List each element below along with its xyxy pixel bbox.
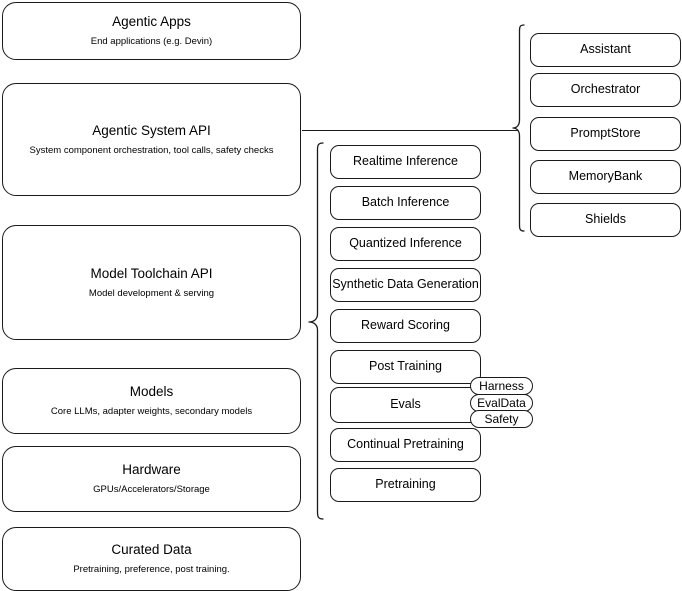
layer-title: Agentic Apps: [112, 14, 191, 30]
capability-label: Continual Pretraining: [347, 437, 464, 452]
capability-evals[interactable]: Evals: [330, 387, 481, 423]
component-orchestrator[interactable]: Orchestrator: [530, 73, 681, 107]
capability-quantized-inference[interactable]: Quantized Inference: [330, 227, 481, 261]
component-assistant[interactable]: Assistant: [530, 33, 681, 67]
layer-title: Agentic System API: [92, 122, 211, 138]
component-label: Orchestrator: [570, 82, 641, 97]
layer-model-toolchain-api[interactable]: Model Toolchain API Model development & …: [2, 225, 301, 340]
capability-label: Batch Inference: [361, 195, 450, 210]
component-label: PromptStore: [570, 126, 641, 141]
layer-models[interactable]: Models Core LLMs, adapter weights, secon…: [2, 368, 301, 434]
capability-post-training[interactable]: Post Training: [330, 350, 481, 384]
layer-title: Hardware: [122, 462, 181, 478]
layer-agentic-apps[interactable]: Agentic Apps End applications (e.g. Devi…: [2, 2, 301, 60]
capability-label: Quantized Inference: [349, 236, 462, 251]
capability-label: Evals: [390, 397, 421, 412]
capability-label: Pretraining: [375, 477, 436, 492]
capability-realtime-inference[interactable]: Realtime Inference: [330, 145, 481, 179]
component-label: Shields: [585, 212, 626, 227]
layer-curated-data[interactable]: Curated Data Pretraining, preference, po…: [2, 527, 301, 591]
capability-synthetic-data-generation[interactable]: Synthetic Data Generation: [330, 268, 481, 302]
layer-subtitle: System component orchestration, tool cal…: [29, 144, 274, 156]
capability-label: Post Training: [369, 359, 442, 374]
capability-label: Synthetic Data Generation: [332, 277, 479, 292]
evals-pill-harness[interactable]: Harness: [470, 377, 533, 395]
evals-pill-safety[interactable]: Safety: [470, 410, 533, 428]
layer-agentic-system-api[interactable]: Agentic System API System component orch…: [2, 83, 301, 196]
layer-title: Model Toolchain API: [90, 265, 213, 281]
capability-label: Realtime Inference: [353, 154, 458, 169]
brace-toolchain-capabilities: [308, 142, 324, 520]
layer-title: Curated Data: [111, 542, 192, 558]
layer-subtitle: End applications (e.g. Devin): [90, 36, 213, 47]
layer-subtitle: Model development & serving: [88, 287, 215, 299]
connector-system-api-to-components: [302, 130, 518, 132]
capability-label: Reward Scoring: [361, 318, 450, 333]
component-label: Assistant: [580, 42, 631, 57]
brace-system-components: [512, 24, 525, 232]
component-promptstore[interactable]: PromptStore: [530, 117, 681, 151]
capability-reward-scoring[interactable]: Reward Scoring: [330, 309, 481, 343]
capability-batch-inference[interactable]: Batch Inference: [330, 186, 481, 220]
layer-subtitle: Core LLMs, adapter weights, secondary mo…: [50, 406, 253, 417]
capability-continual-pretraining[interactable]: Continual Pretraining: [330, 428, 481, 462]
layer-subtitle: Pretraining, preference, post training.: [73, 564, 230, 575]
capability-pretraining[interactable]: Pretraining: [330, 468, 481, 502]
component-memorybank[interactable]: MemoryBank: [530, 160, 681, 194]
pill-label: Safety: [484, 412, 519, 426]
layer-hardware[interactable]: Hardware GPUs/Accelerators/Storage: [2, 446, 301, 512]
component-label: MemoryBank: [568, 169, 643, 184]
layer-title: Models: [129, 384, 174, 400]
pill-label: Harness: [479, 379, 524, 393]
pill-label: EvalData: [477, 396, 526, 410]
component-shields[interactable]: Shields: [530, 203, 681, 237]
layer-subtitle: GPUs/Accelerators/Storage: [93, 484, 210, 495]
